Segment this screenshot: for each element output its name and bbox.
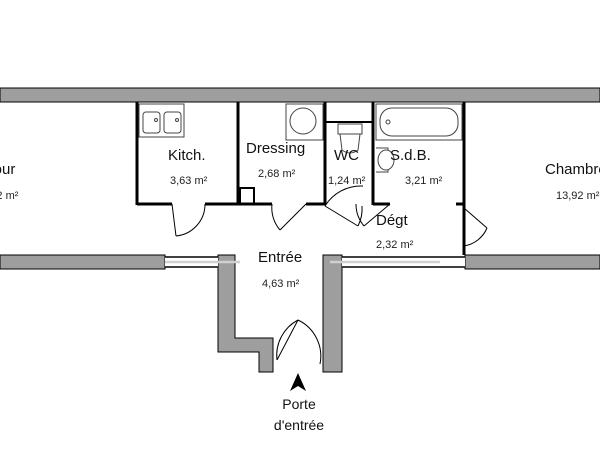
bathtub [375,103,463,141]
room-area-degt: 2,32 m² [376,239,414,251]
room-name-wc: WC [334,147,359,164]
entrance-label-line2: d'entrée [273,417,325,433]
room-name-dressing: Dressing [246,140,306,157]
top-wall [0,87,600,103]
room-name-sdb: S.d.B. [390,147,431,164]
kitchen-sink-fixture [138,103,185,138]
room-area-dressing: 2,68 m² [258,168,296,180]
entrance-label: Porte d'entrée [239,394,359,436]
washbasin [376,147,395,173]
room-area-chambre: 13,92 m² [556,190,600,202]
entrance-arrow-icon [290,373,306,391]
dressing-fixture [285,103,324,141]
bottom-wall-left [0,254,166,270]
wc-toilet [337,123,363,154]
bottom-wall-right [464,254,600,270]
interior-walls [135,102,466,255]
entrance-wall-right [322,254,343,373]
room-name-chambre: Chambre [545,161,600,178]
door-swings [171,185,488,365]
bottom-openings [165,256,465,268]
room-area-kitch: 3,63 m² [170,175,208,187]
room-area-wc: 1,24 m² [328,175,366,187]
room-area-entree: 4,63 m² [262,278,300,290]
room-name-degt: Dégt [376,212,408,229]
room-area-sdb: 3,21 m² [405,175,443,187]
room-name-sejour: Séjour [0,161,16,178]
entrance-label-line1: Porte [282,396,316,412]
room-name-kitch: Kitch. [168,147,206,164]
room-name-entree: Entrée [258,249,303,266]
entrance-wall-left [217,254,274,373]
room-area-sejour: 13,92 m² [0,190,19,202]
